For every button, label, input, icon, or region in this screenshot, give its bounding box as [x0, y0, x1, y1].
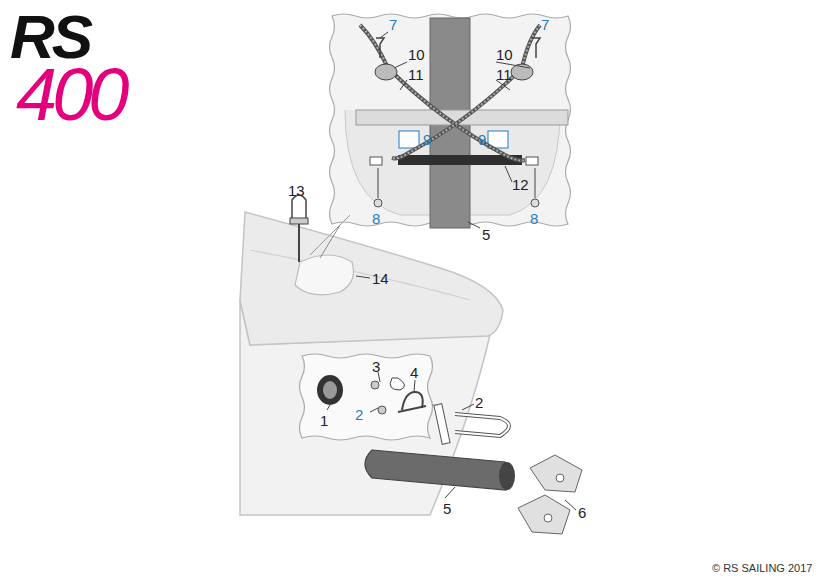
callout-number: 7 [541, 16, 549, 33]
callout-number: 10 [408, 46, 425, 63]
callout-number: 5 [443, 500, 451, 517]
callout-number: 1 [320, 412, 328, 429]
copyright-text: © RS SAILING 2017 [712, 562, 812, 575]
callout-number: 4 [410, 364, 418, 381]
callout-number: 3 [372, 358, 380, 375]
callout-number: 2 [475, 394, 483, 411]
callout-number: 6 [578, 504, 586, 521]
callout-number: 9 [478, 131, 486, 148]
callout-number: 9 [423, 131, 431, 148]
callout-number: 11 [496, 66, 512, 83]
callout-number: 14 [372, 270, 389, 287]
callout-number: 2 [355, 406, 363, 423]
callout-number: 8 [530, 210, 538, 227]
callout-number: 10 [496, 46, 513, 63]
callout-number: 12 [512, 176, 529, 193]
logo-number: 400 [16, 58, 124, 132]
callout-number: 5 [482, 226, 490, 243]
callout-number: 11 [408, 66, 424, 83]
callout-number: 8 [372, 210, 380, 227]
callout-number: 7 [389, 16, 397, 33]
callout-number: 13 [288, 182, 305, 199]
